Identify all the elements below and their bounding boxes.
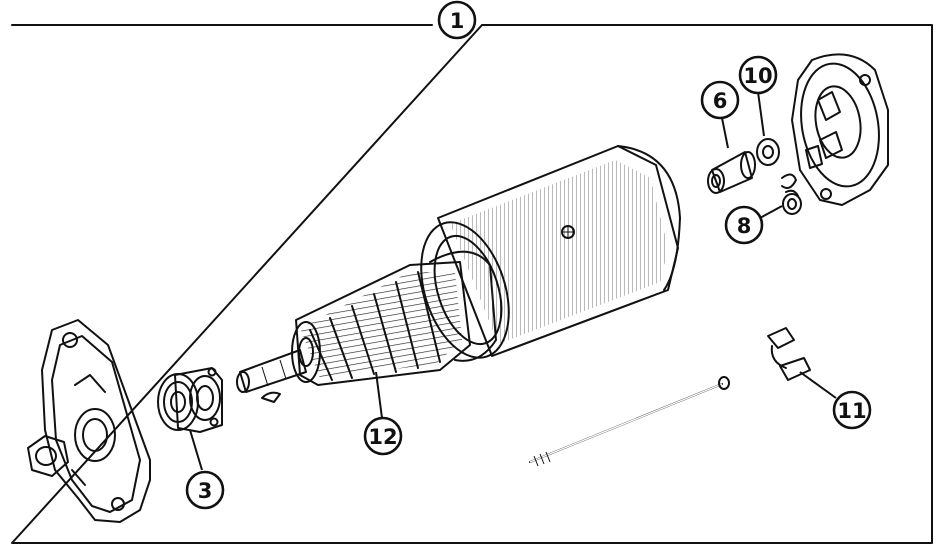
leader-11	[799, 371, 837, 399]
yoke-housing	[420, 145, 681, 359]
nut	[27, 435, 69, 477]
callout-10: 10	[738, 55, 778, 95]
callout-11-label: 11	[837, 399, 866, 423]
callout-8: 8	[724, 205, 764, 245]
callout-3-label: 3	[198, 479, 213, 503]
callout-12-label: 12	[368, 425, 397, 449]
callout-1-label: 1	[450, 9, 465, 33]
leader-8	[759, 205, 783, 219]
washer	[756, 138, 780, 166]
brush	[767, 327, 811, 381]
callout-6-label: 6	[713, 89, 728, 113]
callout-1: 1	[437, 0, 477, 40]
bearing-assembly	[157, 367, 223, 433]
commutator-end-bracket	[791, 53, 889, 206]
bush	[707, 151, 756, 194]
callout-11: 11	[832, 390, 872, 430]
callout-6: 6	[700, 80, 740, 120]
brush-spring	[781, 173, 802, 215]
assembly-frame	[11, 24, 933, 544]
callout-12: 12	[363, 416, 403, 456]
leader-12	[375, 371, 383, 419]
callout-3: 3	[185, 470, 225, 510]
leader-3	[189, 429, 203, 471]
callout-8-label: 8	[737, 214, 752, 238]
armature	[236, 250, 497, 403]
leader-6	[721, 117, 729, 149]
through-bolt	[529, 376, 730, 467]
drive-end-bracket	[41, 319, 151, 523]
callout-10-label: 10	[743, 64, 772, 88]
leader-10	[757, 91, 765, 137]
